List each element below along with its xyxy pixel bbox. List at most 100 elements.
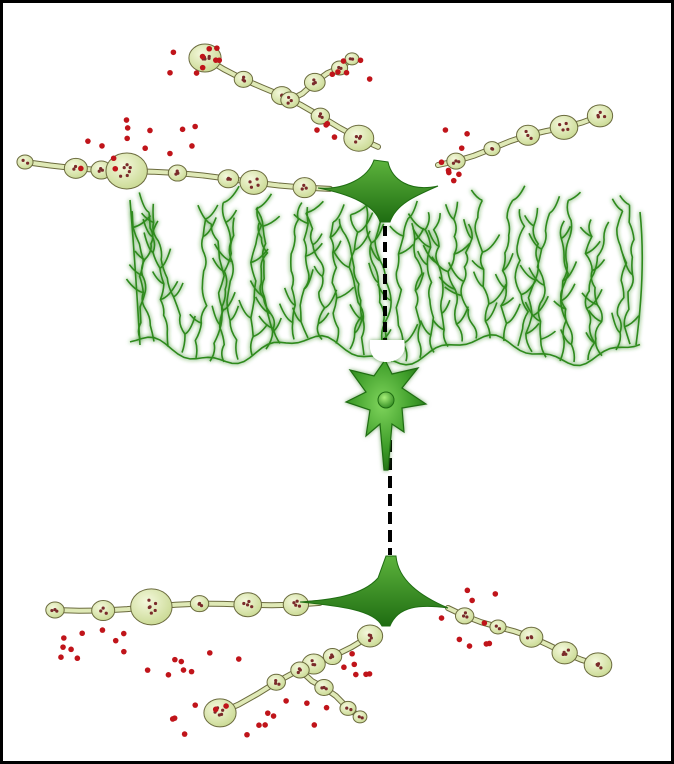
dendrite-branch (152, 203, 186, 353)
transmitter-dot (85, 138, 91, 144)
dendrite-branch (368, 262, 379, 284)
transmitter-dot (169, 716, 176, 722)
transmitter-dot (486, 640, 493, 647)
dendrite-branch (189, 313, 202, 324)
lower-fiber-terminals (45, 588, 613, 728)
dendrite-branch (622, 254, 633, 276)
dendrite-branch (560, 225, 572, 240)
dendrite-branch (506, 303, 521, 325)
transmitter-dot (244, 731, 250, 738)
transmitter-dot (165, 672, 172, 678)
vesicle (197, 601, 202, 606)
dendrite-branch (470, 189, 483, 202)
vesicle (250, 605, 254, 609)
dendrite-branch (143, 232, 154, 254)
vesicle (274, 681, 278, 685)
vesicle (296, 670, 300, 675)
dendrite-branch (134, 250, 146, 261)
vesicle (289, 99, 293, 103)
transmitter-dot (235, 656, 242, 662)
vesicle (245, 603, 250, 607)
transmitter-dot (170, 49, 177, 56)
dendrite-branch (312, 233, 323, 246)
transmitter-dot (181, 731, 188, 737)
dendrite-branch (258, 315, 274, 330)
dendrite-branch (524, 301, 541, 322)
transmitter-dot (442, 127, 449, 133)
dendrite-branch (332, 250, 350, 269)
vesicle (369, 636, 373, 640)
vesicle (494, 624, 498, 628)
vesicle (125, 163, 129, 167)
dendrite-branch (255, 193, 273, 210)
dendrite-branch (474, 200, 491, 339)
dendrite-branch (389, 225, 404, 237)
vesicle (526, 133, 530, 138)
vesicle (199, 604, 204, 608)
vesicle (249, 185, 254, 189)
transmitter-dot (193, 70, 200, 76)
vesicle (99, 609, 103, 613)
transmitter-dot (99, 627, 106, 633)
dendrite-branch (249, 280, 265, 298)
transmitter-dot (61, 635, 67, 641)
dendrite-branch (299, 207, 310, 339)
dendrite-branch (194, 218, 208, 359)
dendrite-branch (395, 217, 409, 362)
dendrite-branch (142, 218, 153, 238)
dendrite-branch (407, 200, 419, 220)
transmitter-dot (311, 722, 318, 728)
dendrite-branch (588, 309, 602, 323)
vesicle (312, 78, 316, 82)
dendrite-branch (332, 204, 345, 223)
dendrite-branch (222, 185, 240, 204)
transmitter-dot (351, 661, 358, 668)
transmitter-dot (112, 165, 119, 172)
dendrite-branch (313, 265, 323, 277)
transmitter-dot (445, 167, 452, 174)
transmitter-dot (199, 53, 206, 60)
dendrite-branch (559, 329, 572, 346)
vesicle (292, 601, 296, 605)
vesicle (561, 128, 565, 132)
vesicle (148, 605, 152, 609)
vesicle (566, 127, 570, 132)
dendrite-branch (329, 221, 340, 344)
transmitter-dot (366, 76, 373, 82)
vesicle (226, 176, 231, 180)
transmitter-dot (223, 703, 229, 709)
vesicle (153, 601, 158, 606)
transmitter-dot (79, 630, 85, 637)
transmitter-dot (329, 71, 336, 78)
vesicle (465, 615, 469, 619)
dendrite-branch (519, 264, 536, 281)
transmitter-dot (167, 150, 173, 157)
vesicle (174, 172, 178, 176)
vesicle (310, 659, 314, 663)
dendrite-branch (615, 210, 628, 351)
transmitter-dot (335, 69, 341, 75)
vesicle (295, 599, 299, 603)
dendrite-branch (581, 292, 598, 306)
vesicle (241, 78, 245, 82)
dendrite-branch (129, 199, 141, 346)
dendrite-branch (528, 267, 545, 286)
vesicle (125, 173, 129, 178)
dendrite-branch (419, 320, 432, 336)
varicosity (586, 104, 614, 128)
transmitter-dot (366, 671, 373, 677)
vesicle (128, 166, 132, 170)
vesicle (602, 114, 607, 119)
transmitter-dot (206, 650, 213, 656)
vesicle (294, 603, 298, 607)
varicosity (16, 154, 34, 170)
vesicle (457, 160, 461, 164)
dendrite-branch (424, 211, 435, 353)
vesicle (99, 167, 103, 171)
dendrite-branch (151, 220, 169, 347)
dendrite-branch (523, 214, 535, 227)
transmitter-dot (142, 145, 148, 152)
dendrite-branch (584, 221, 610, 361)
transmitter-dot (147, 127, 153, 134)
